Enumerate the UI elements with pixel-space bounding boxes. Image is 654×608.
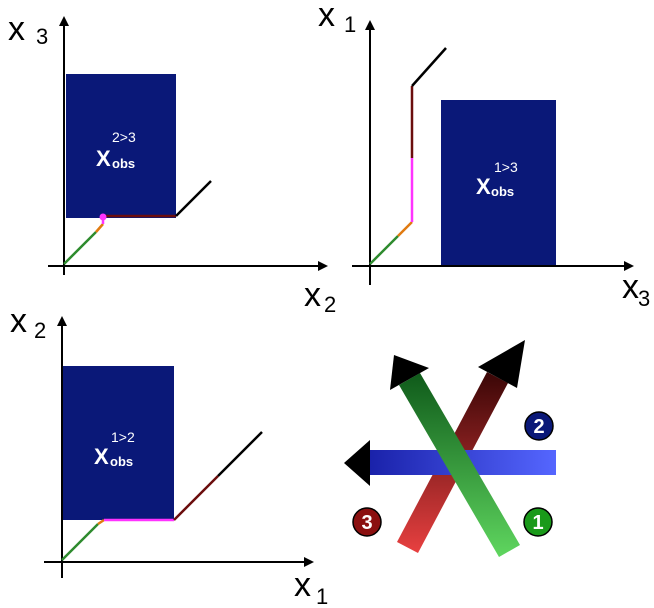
obstacle-subscript: obs	[110, 454, 133, 469]
obstacle-label: X	[96, 146, 111, 171]
path	[369, 47, 447, 265]
obstacle-region	[441, 100, 556, 265]
panel-top-right: x 1 x 3 1>3 X obs	[318, 0, 650, 311]
y-axis-label: x	[10, 302, 27, 340]
contact-point	[99, 213, 107, 221]
obstacle-label: X	[476, 174, 491, 199]
obstacle-superscript: 2>3	[112, 129, 136, 145]
panel-bottom-left: x 2 x 1 1>2 X obs	[10, 302, 328, 608]
y-axis-subscript: 3	[36, 24, 48, 49]
y-axis-subscript: 2	[34, 318, 46, 343]
x-axis-label: x	[304, 276, 321, 314]
obstacle-region	[66, 74, 176, 218]
obstacle-subscript: obs	[112, 156, 135, 171]
arrow-1-icon	[390, 355, 520, 557]
badge-1: 1	[523, 507, 553, 537]
x-axis-subscript: 2	[324, 292, 336, 317]
x-axis-label: x	[294, 566, 311, 604]
x-axis-label: x	[622, 268, 639, 306]
badge-1-label: 1	[532, 512, 543, 534]
obstacle-region	[63, 366, 174, 520]
obstacle-subscript: obs	[491, 184, 514, 199]
y-axis-label: x	[8, 10, 25, 48]
x-axis-subscript: 3	[638, 286, 650, 311]
obstacle-superscript: 1>2	[111, 429, 135, 445]
path	[61, 431, 263, 561]
obstacle-label: X	[94, 444, 109, 469]
badge-3: 3	[352, 507, 382, 537]
x-axis-subscript: 1	[316, 584, 328, 608]
panel-top-left: x 3 x 2 2>3 X obs	[8, 10, 336, 317]
badge-3-label: 3	[361, 512, 372, 534]
y-axis-subscript: 1	[344, 12, 356, 37]
obstacle-superscript: 1>3	[494, 159, 518, 175]
badge-2-label: 2	[533, 416, 544, 438]
badge-2: 2	[524, 411, 554, 441]
direction-legend: 1 2 3	[344, 340, 556, 557]
y-axis-label: x	[318, 0, 335, 34]
